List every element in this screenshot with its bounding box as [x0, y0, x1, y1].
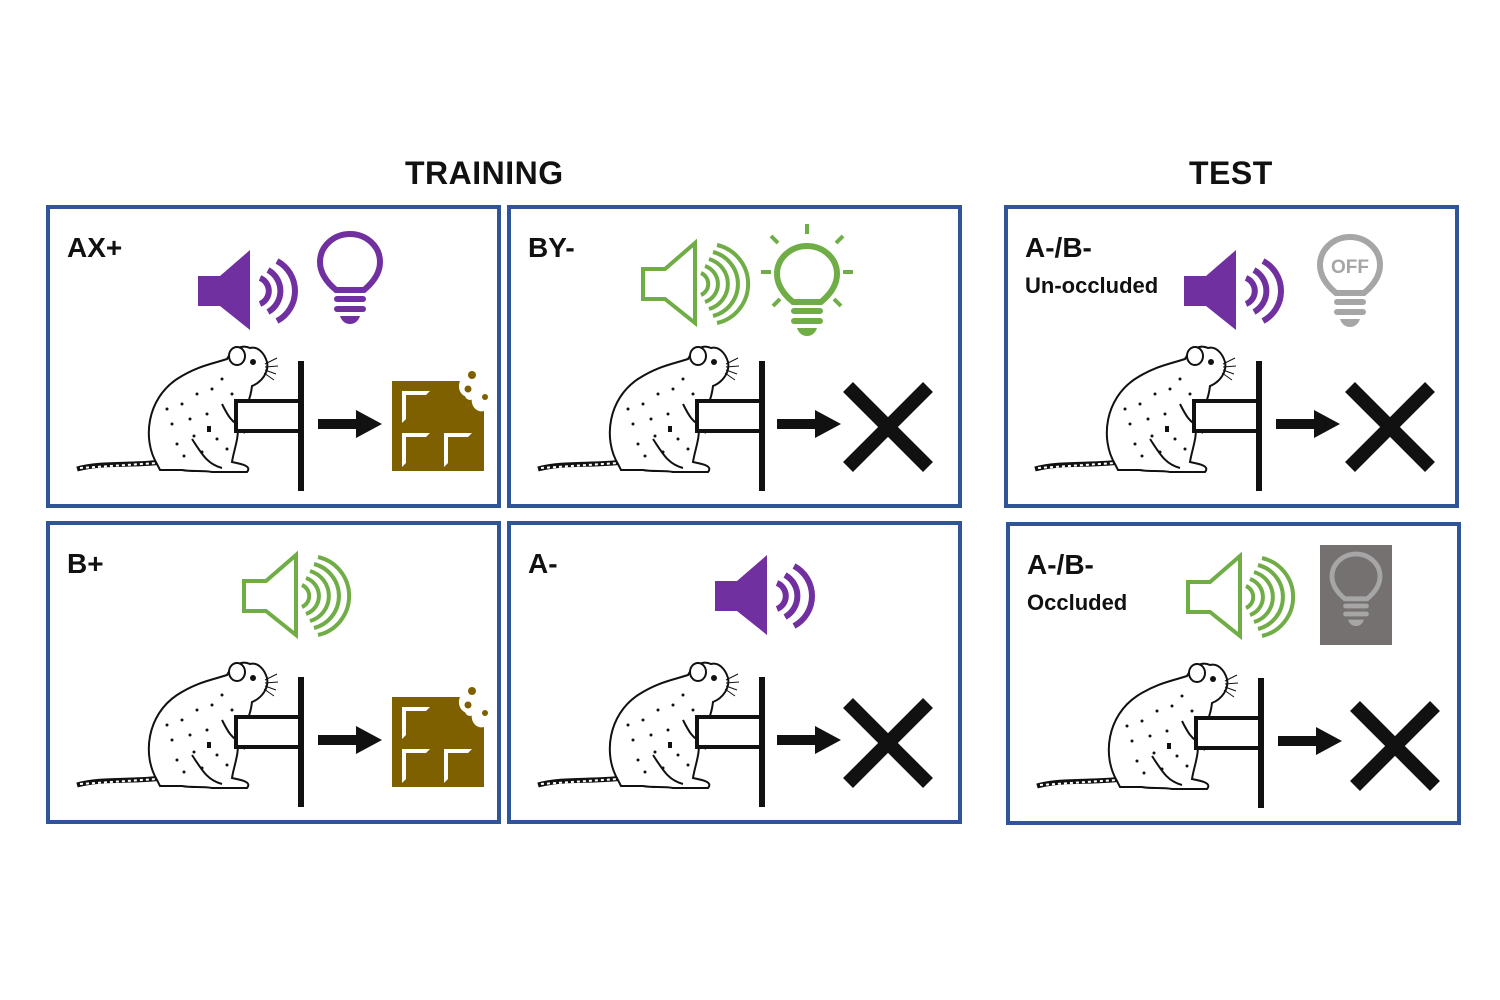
lightbulb-off-icon: OFF	[1320, 237, 1380, 327]
panel-test-occluded: A-/B- Occluded	[1006, 522, 1461, 825]
panel-ax-plus: AX+	[46, 205, 501, 508]
lightbulb-on-icon	[759, 222, 855, 336]
panel-label: A-/B-	[1025, 232, 1092, 263]
arrow-icon	[318, 410, 382, 438]
speaker-icon	[1184, 250, 1281, 330]
no-reward-icon	[848, 387, 928, 467]
panel-by-minus: BY-	[507, 205, 962, 508]
arrow-icon	[777, 726, 841, 754]
test-title: TEST	[1189, 155, 1273, 191]
speaker-icon	[198, 250, 295, 330]
panel-a-minus: A-	[507, 521, 962, 824]
panel-label: A-	[528, 548, 558, 579]
panel-label: BY-	[528, 232, 575, 263]
no-reward-icon	[848, 703, 928, 783]
panel-b-plus: B+	[46, 521, 501, 824]
panel-label: A-/B-	[1027, 549, 1094, 580]
chocolate-reward-icon	[392, 371, 488, 471]
arrow-icon	[1276, 410, 1340, 438]
panel-sublabel: Un-occluded	[1025, 273, 1159, 298]
speaker-icon	[242, 553, 352, 637]
training-title: TRAINING	[405, 155, 564, 191]
panel-label: AX+	[67, 232, 123, 263]
panel-sublabel: Occluded	[1027, 590, 1128, 615]
speaker-icon	[641, 241, 751, 325]
speaker-icon	[715, 555, 812, 635]
arrow-icon	[777, 410, 841, 438]
speaker-icon	[1186, 554, 1296, 638]
off-text: OFF	[1331, 257, 1369, 278]
arrow-icon	[1278, 727, 1342, 755]
panel-test-unoccluded: A-/B- Un-occluded OFF	[1004, 205, 1459, 508]
arrow-icon	[318, 726, 382, 754]
no-reward-icon	[1350, 387, 1430, 467]
lightbulb-icon	[320, 234, 380, 324]
chocolate-reward-icon	[392, 687, 488, 787]
no-reward-icon	[1355, 706, 1435, 786]
occluded-light-icon	[1320, 545, 1392, 645]
panel-label: B+	[67, 548, 104, 579]
